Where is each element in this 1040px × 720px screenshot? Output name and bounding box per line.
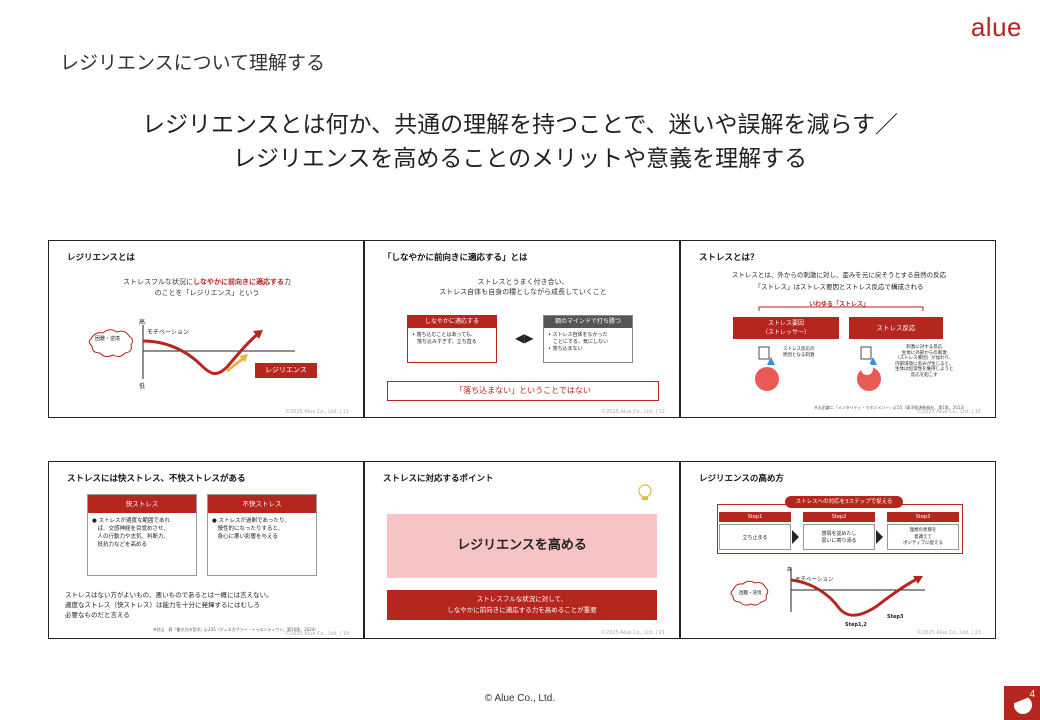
reaction-note: 刺激に対する反応 生体に外部からの刺激 （ストレス要因）が加わり、 内部環境に歪… [895, 345, 954, 378]
not-no-depression-box: 「落ち込まない」ということではない [387, 381, 659, 401]
page-number: 4 [1029, 689, 1035, 700]
motivation-curve-chart [88, 325, 295, 379]
versus-icon: ◀▶ [515, 331, 534, 345]
axis-label-high: 高 [787, 567, 793, 573]
slide-thumbnail-adapt[interactable]: 「しなやかに前向きに適応する」とは ストレスとうまく付き合い、 ストレス自体も自… [364, 240, 680, 418]
slide-title: レジリエンスとは [67, 253, 135, 263]
adversity-label: 困難・逆境 [95, 336, 121, 342]
step2-box: 感情を認めたし思いに寄り添る [803, 524, 875, 550]
good-stress-title: 快ストレス [88, 495, 196, 513]
source-note: ※村山 昇『働き方の哲学』p.235（ディスカヴァー・トゥエンティワン、第10版… [153, 627, 319, 632]
bad-stress-box: 不快ストレス ● ストレスが過剰であったり、 慢性的になったりすると、 身心に悪… [207, 494, 317, 576]
page-title: レジリエンスについて理解する [60, 52, 326, 74]
slide-thumbnail-stress[interactable]: ストレスとは？ ストレスとは、外からの刺激に対し、歪みを元に戻そうとする自然の反… [680, 240, 996, 418]
slide-title: ストレスに対応するポイント [383, 474, 494, 484]
step1-header: Step1 [719, 512, 791, 522]
brand-mark-icon [1014, 696, 1032, 714]
axis-label-low: 低 [139, 383, 146, 390]
axis-label-high: 高 [139, 319, 146, 326]
resilience-badge: レジリエンス [255, 363, 317, 378]
slide-title: ストレスとは？ [699, 253, 759, 263]
factor-note: ストレス反応の原因となる刺激 [783, 347, 815, 358]
slide-text: 「ストレス」はストレス要因とストレス反応で構成される [754, 283, 924, 291]
slide-title: ストレスには快ストレス、不快ストレスがある [67, 474, 246, 484]
source-note: ※丸田謙二『メンタリティ・マネジメント』p.55（東洋経済新報社、第1版、201… [814, 405, 967, 410]
steel-box-title: 鋼のマインドで打ち勝つ [544, 316, 632, 328]
step12-label: Step1,2 [845, 622, 867, 628]
slide-text: ストレスとうまく付き合い、 [477, 278, 569, 286]
step3-header: Step3 [887, 512, 959, 522]
page-number-badge: 4 [1004, 686, 1040, 720]
raise-resilience-box: レジリエンスを高める [387, 514, 657, 578]
alue-logo: alue [970, 12, 1022, 42]
slide-footer: ©2025 Alue Co., Ltd. | 21 [601, 630, 665, 636]
adversity-label: 困難・逆境 [739, 591, 762, 596]
step-arrows-and-curve [730, 530, 925, 617]
slide-footer: ©2025 Alue Co., Ltd. | 23 [917, 630, 981, 636]
step3-label: Step3 [887, 614, 904, 620]
slide-footer: ©2025 Alue Co., Ltd. | 19 [285, 631, 349, 637]
lightbulb-icon [637, 484, 653, 502]
step1-box: 立ち止まる [719, 524, 791, 550]
step2-header: Step2 [803, 512, 875, 522]
axis-label-motivation: モチベーション [147, 329, 189, 336]
key-message-box: ストレスフルな状況に対して、 しなやかに前向きに適応する力を高めることが重要 [387, 590, 657, 620]
lead-line-1: レジリエンスとは何か、共通の理解を持つことで、迷いや誤解を減らす／ [141, 112, 898, 138]
steel-box: 鋼のマインドで打ち勝つ • ストレス自体をなかった ことにする、気にしない • … [543, 315, 633, 363]
slide-title: 「しなやかに前向きに適応する」とは [383, 253, 528, 263]
lead-text: レジリエンスとは何か、共通の理解を持つことで、迷いや誤解を減らす／ レジリエンス… [0, 108, 1040, 176]
stress-bracket [758, 306, 924, 311]
adapt-box-title: しなやかに適応する [408, 316, 496, 328]
emphasis-text: しなやかに前向きに適応する [193, 278, 284, 286]
adapt-box: しなやかに適応する • 落ち込むことはあっても、 落ち込みすぎず、立ち直る [407, 315, 497, 363]
slide-text: ストレスフルな状況にしなやかに前向きに適応する力 [123, 278, 291, 286]
three-step-banner: ストレスへの対応を3ステップで捉える [785, 496, 903, 508]
stress-illustration[interactable] [681, 241, 996, 418]
step3-box: 理想の状態を意識えてポジティブに捉える [887, 524, 959, 550]
slide-text: ストレスはない方がよいもの、悪いものであるとは一概には言えない。 適度なストレス… [65, 591, 273, 619]
slide-footer: ©2025 Alue Co., Ltd. | 16 [917, 409, 981, 415]
slide-footer: ©2025 Alue Co., Ltd. | 11 [285, 409, 349, 415]
stress-factor-box: ストレス要因 （ストレッサー） [733, 317, 839, 339]
good-stress-box: 快ストレス ● ストレスが適度な範囲であれ ば、交感神経を目覚めさせ、 人の行動… [87, 494, 197, 576]
slide-text: ストレス自体も自身の糧としながら成長していくこと [439, 288, 607, 296]
bad-stress-title: 不快ストレス [208, 495, 316, 513]
lead-line-2: レジリエンスを高めることのメリットや意義を理解する [232, 146, 808, 172]
copyright-footer: © Alue Co., Ltd. [484, 693, 556, 704]
slide-thumbnail-resilience[interactable]: レジリエンスとは ストレスフルな状況にしなやかに前向きに適応する力 のことを「レ… [48, 240, 364, 418]
so-called-stress-label: いわゆる「ストレス」 [808, 301, 869, 308]
slide-thumbnail-how-to[interactable]: レジリエンスの高め方 ストレスへの対応を3ステップで捉える Step1 Step… [680, 461, 996, 639]
axis-label-motivation: モチベーション [795, 577, 834, 583]
slide-thumbnail-good-bad-stress[interactable]: ストレスには快ストレス、不快ストレスがある 快ストレス ● ストレスが適度な範囲… [48, 461, 364, 639]
slide-text: のことを「レジリエンス」という [154, 289, 260, 297]
stress-reaction-box: ストレス反応 [849, 317, 943, 339]
slide-title: レジリエンスの高め方 [699, 474, 784, 484]
slide-footer: ©2025 Alue Co., Ltd. | 12 [601, 409, 665, 415]
slide-thumbnail-points[interactable]: ストレスに対応するポイント レジリエンスを高める ストレスフルな状況に対して、 … [364, 461, 680, 639]
steps-frame [717, 504, 963, 554]
slide-text: ストレスとは、外からの刺激に対し、歪みを元に戻そうとする自然の反応 [731, 271, 947, 279]
